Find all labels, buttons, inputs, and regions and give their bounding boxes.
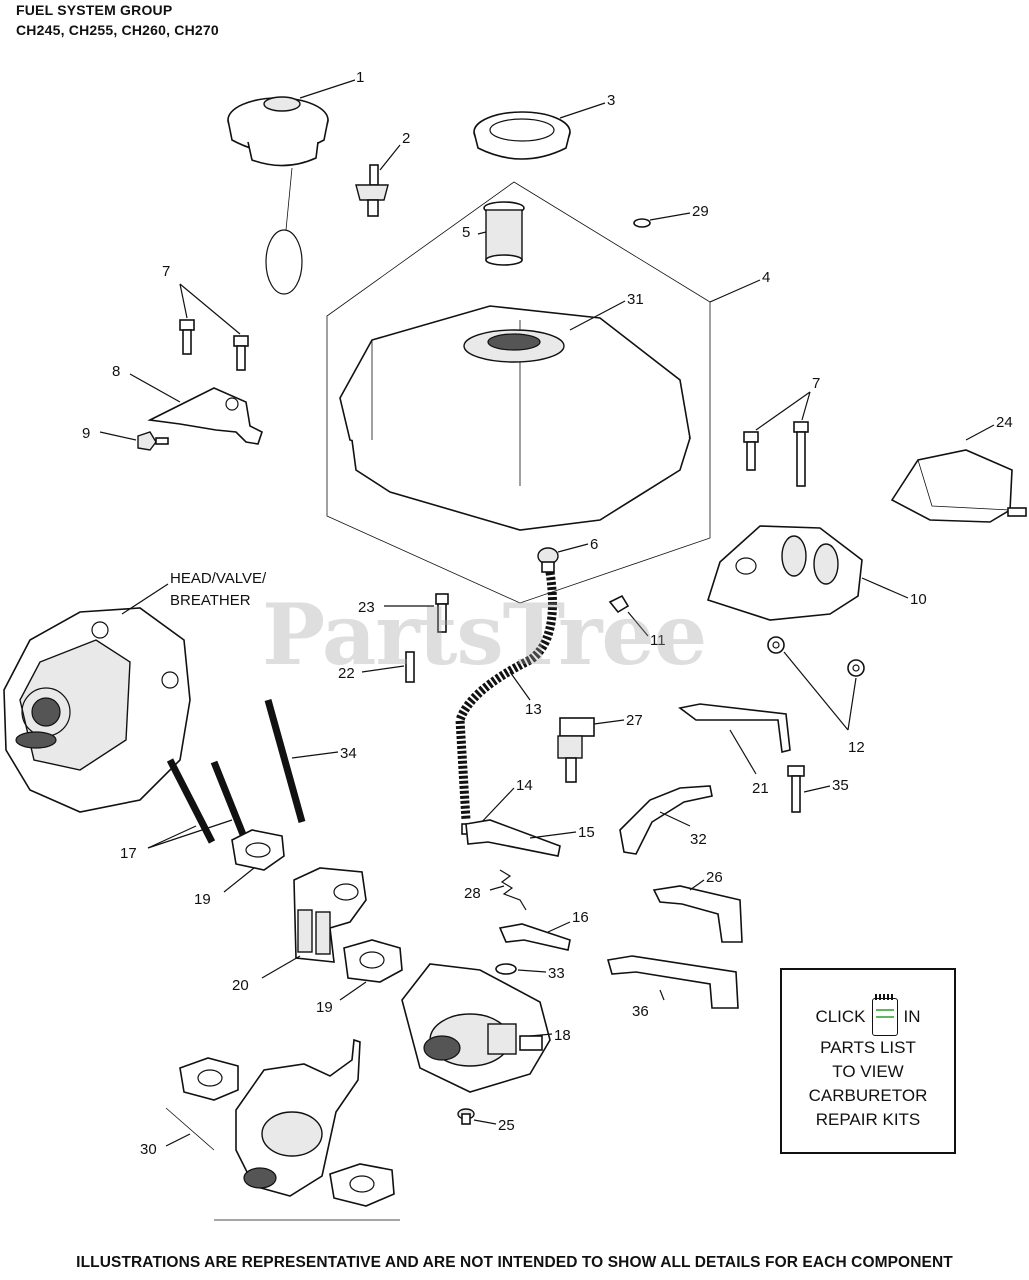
part-3-cap-ring[interactable]	[473, 111, 571, 160]
callout-26[interactable]: 26	[706, 869, 723, 886]
repair-box-in: IN	[903, 1007, 921, 1026]
callout-36[interactable]: 36	[632, 1003, 649, 1020]
callout-5[interactable]: 5	[462, 224, 470, 241]
callout-9[interactable]: 9	[82, 425, 90, 442]
callout-33[interactable]: 33	[548, 965, 565, 982]
callout-6[interactable]: 6	[590, 536, 598, 553]
part-6-fuel-shutoff[interactable]	[537, 547, 559, 573]
part-26-lever[interactable]	[652, 885, 743, 943]
part-7-screws-left[interactable]	[179, 319, 249, 371]
callout-7-left[interactable]: 7	[162, 263, 170, 280]
callout-19-upper[interactable]: 19	[194, 891, 211, 908]
callout-11[interactable]: 11	[650, 632, 666, 649]
callout-8[interactable]: 8	[112, 363, 120, 380]
part-21-link[interactable]	[678, 703, 791, 753]
part-1-fuel-cap[interactable]	[227, 96, 329, 295]
part-18-carburetor[interactable]	[401, 963, 551, 1093]
callout-4[interactable]: 4	[762, 269, 770, 286]
callout-34[interactable]: 34	[340, 745, 357, 762]
part-12-nuts[interactable]	[767, 636, 865, 677]
part-19-gasket-lower[interactable]	[343, 939, 403, 983]
part-33-washer[interactable]	[495, 963, 517, 975]
callout-19-lower[interactable]: 19	[316, 999, 333, 1016]
part-32-governor-lever[interactable]	[619, 785, 713, 855]
repair-box-line4: CARBURETOR	[808, 1086, 928, 1105]
callout-23[interactable]: 23	[358, 599, 375, 616]
part-29-washer[interactable]	[633, 218, 651, 228]
part-2-vent-fitting[interactable]	[355, 164, 389, 217]
part-20-spacer[interactable]	[293, 867, 367, 963]
head-label-line2: BREATHER	[170, 592, 251, 609]
callout-1[interactable]: 1	[356, 69, 364, 86]
callout-27[interactable]: 27	[626, 712, 643, 729]
part-30-carburetor-kit[interactable]	[179, 1038, 395, 1207]
callout-14[interactable]: 14	[516, 777, 533, 794]
part-head-valve-breather[interactable]	[3, 607, 191, 813]
callout-28[interactable]: 28	[464, 885, 481, 902]
diagram-title: FUEL SYSTEM GROUP	[16, 2, 173, 18]
part-34-stud[interactable]	[264, 699, 306, 823]
callout-18[interactable]: 18	[554, 1027, 571, 1044]
callout-30[interactable]: 30	[140, 1141, 157, 1158]
part-25-screw[interactable]	[457, 1108, 475, 1125]
repair-box-line5: REPAIR KITS	[815, 1110, 921, 1129]
callout-25[interactable]: 25	[498, 1117, 515, 1134]
repair-box-line3: TO VIEW	[832, 1062, 904, 1081]
callout-35[interactable]: 35	[832, 777, 849, 794]
part-36-lever[interactable]	[606, 955, 739, 1009]
part-17-studs[interactable]	[166, 758, 250, 844]
callout-29[interactable]: 29	[692, 203, 709, 220]
part-16-lever[interactable]	[498, 923, 571, 951]
callout-20[interactable]: 20	[232, 977, 249, 994]
part-35-bolt[interactable]	[787, 765, 805, 813]
callout-7-right[interactable]: 7	[812, 375, 820, 392]
footer-disclaimer: ILLUSTRATIONS ARE REPRESENTATIVE AND ARE…	[76, 1254, 953, 1271]
head-label-line1: HEAD/VALVE/	[170, 570, 267, 587]
part-27-solenoid[interactable]	[557, 717, 595, 783]
parts-tree-watermark: PartsTree	[262, 585, 707, 684]
part-8-bracket[interactable]	[147, 387, 263, 445]
callout-2[interactable]: 2	[402, 130, 410, 147]
callout-24[interactable]: 24	[996, 414, 1013, 431]
part-19-gasket-upper[interactable]	[231, 829, 285, 871]
part-24-bracket[interactable]	[890, 449, 1027, 523]
callout-3[interactable]: 3	[607, 92, 615, 109]
callout-16[interactable]: 16	[572, 909, 589, 926]
carburetor-repair-kits-box[interactable]: CLICK IN PARTS LIST TO VIEW CARBURETOR R…	[780, 968, 956, 1154]
callout-32[interactable]: 32	[690, 831, 707, 848]
part-23-stud[interactable]	[435, 593, 449, 633]
callout-15[interactable]: 15	[578, 824, 595, 841]
repair-box-click: CLICK	[815, 1007, 866, 1026]
part-15-lever[interactable]	[465, 819, 561, 857]
callout-17[interactable]: 17	[120, 845, 137, 862]
part-5-strainer[interactable]	[483, 201, 525, 266]
callout-10[interactable]: 10	[910, 591, 927, 608]
part-9-bolt[interactable]	[137, 431, 169, 451]
notebook-icon[interactable]	[871, 994, 898, 1036]
model-list: CH245, CH255, CH260, CH270	[16, 22, 219, 38]
part-11-clip[interactable]	[608, 594, 630, 614]
callout-13[interactable]: 13	[525, 701, 542, 718]
part-7-screws-right[interactable]	[743, 421, 809, 487]
callout-31[interactable]: 31	[627, 291, 644, 308]
part-10-manifold[interactable]	[706, 525, 863, 621]
callout-12[interactable]: 12	[848, 739, 865, 756]
repair-box-line2: PARTS LIST	[820, 1038, 916, 1057]
callout-22[interactable]: 22	[338, 665, 355, 682]
part-31-fuel-tank[interactable]	[339, 305, 691, 531]
part-22-pin[interactable]	[405, 651, 415, 683]
part-4-tank-assembly-outline	[326, 181, 711, 604]
callout-21[interactable]: 21	[752, 780, 769, 797]
part-28-spring[interactable]	[499, 869, 527, 911]
